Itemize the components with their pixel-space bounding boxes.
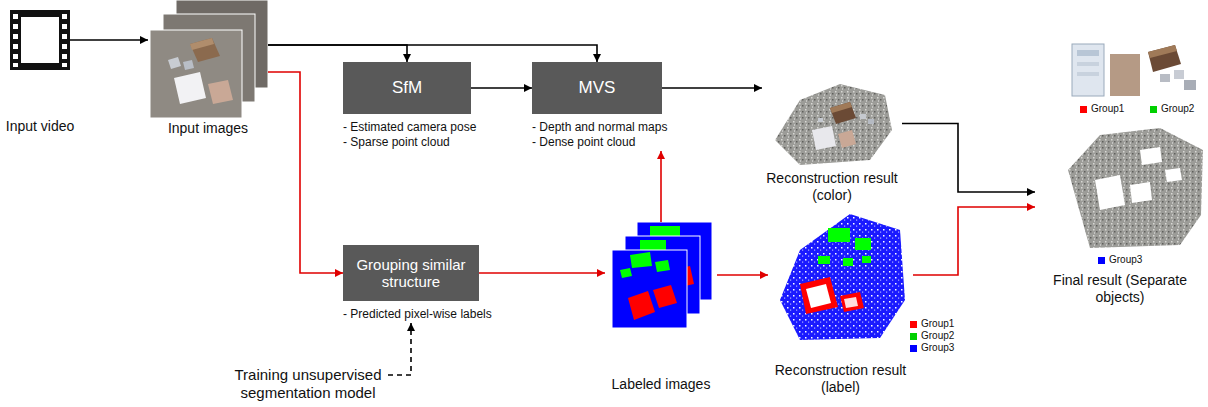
flow-arrow <box>268 45 407 62</box>
box-title: Grouping similar structure <box>349 256 473 291</box>
legend-text: Group3 <box>921 342 954 354</box>
separated-objects <box>1068 44 1203 248</box>
process-box: MVS - Depth and normal maps- Dense point … <box>532 62 712 150</box>
caption-text: Reconstruction result (label) <box>768 362 913 396</box>
legend-item: Group1 <box>910 318 954 330</box>
figure-node: Reconstruction result (label) <box>768 210 913 396</box>
bullet-note: - Dense point cloud <box>532 135 712 150</box>
legend-item: Group3 <box>1098 254 1142 266</box>
point-cloud-label <box>780 214 905 340</box>
legend-swatch <box>1098 257 1105 264</box>
figure-area <box>768 210 913 340</box>
box-title: MVS <box>579 78 616 98</box>
legend-swatch <box>910 345 917 352</box>
caption-text: Reconstruction result (color) <box>762 170 902 204</box>
photo-stack <box>150 0 268 118</box>
caption-text: Input video <box>0 118 80 135</box>
caption-text: Labeled images <box>605 376 717 393</box>
figure-area <box>10 10 70 70</box>
point-cloud-color <box>775 84 892 165</box>
legend-text: Group2 <box>1161 103 1194 115</box>
legend-swatch <box>1150 106 1157 113</box>
flow-arrow <box>902 124 1035 193</box>
process-box: Grouping similar structure - Predicted pi… <box>343 245 513 322</box>
flow-arrow <box>913 207 1035 275</box>
caption-text: Input images <box>148 120 268 137</box>
flow-arrow <box>660 151 662 222</box>
flow-arrow <box>268 45 597 62</box>
legend-item: Group2 <box>1150 103 1194 115</box>
box-body: SfM <box>343 62 471 114</box>
figure-node: Input images <box>148 0 268 137</box>
bullet-note: - Estimated camera pose <box>343 120 503 135</box>
figure-node: Input video <box>0 10 80 135</box>
flow-arrow <box>662 87 762 89</box>
figure-area <box>605 222 717 330</box>
figure-area <box>1035 30 1205 268</box>
flow-arrow <box>717 274 768 276</box>
flow-arrow <box>70 39 148 41</box>
bullet-note: - Depth and normal maps <box>532 120 712 135</box>
flow-arrow <box>268 72 343 273</box>
legend-item: Group3 <box>910 342 954 354</box>
box-title: SfM <box>392 78 422 98</box>
bullet-note: - Sparse point cloud <box>343 135 503 150</box>
box-body: Grouping similar structure <box>343 245 479 301</box>
figure-area <box>148 0 268 118</box>
legend-text: Group3 <box>1109 254 1142 266</box>
note-node: Training unsupervised segmentation model <box>228 366 388 402</box>
labeled-image-stack <box>612 222 712 328</box>
figure-node: Labeled images <box>605 222 717 393</box>
note-text: Training unsupervised segmentation model <box>228 366 388 402</box>
legend-text: Group2 <box>921 330 954 342</box>
legend-item: Group1 <box>1080 103 1124 115</box>
legend-text: Group1 <box>1091 103 1124 115</box>
caption-text: Final result (Separate objects) <box>1035 272 1205 306</box>
film-icon <box>10 10 70 70</box>
flow-arrow <box>479 272 605 274</box>
legend-item: Group2 <box>910 330 954 342</box>
legend-text: Group1 <box>921 318 954 330</box>
box-body: MVS <box>532 62 662 114</box>
legend-swatch <box>910 333 917 340</box>
flow-arrow <box>471 87 532 89</box>
flow-arrow <box>388 323 411 375</box>
figure-node: Reconstruction result (color) <box>762 82 902 204</box>
figure-area <box>762 82 902 165</box>
legend-swatch <box>1080 106 1087 113</box>
legend-swatch <box>910 321 917 328</box>
process-box: SfM - Estimated camera pose- Sparse point… <box>343 62 503 150</box>
bullet-note: - Predicted pixel-wise labels <box>343 307 513 322</box>
